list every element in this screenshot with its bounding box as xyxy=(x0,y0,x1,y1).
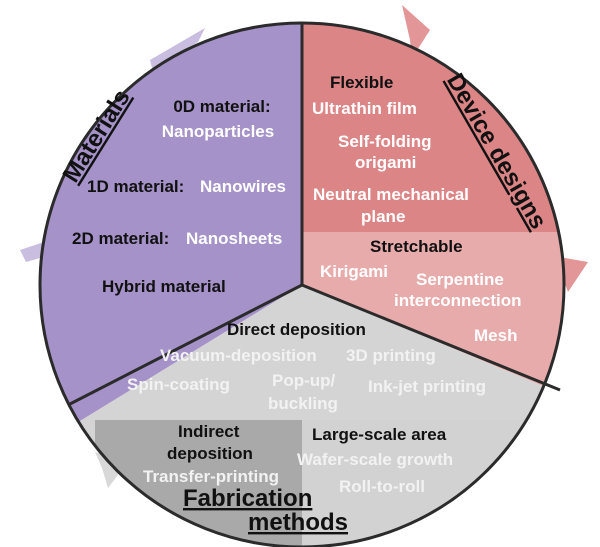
two-d-value: Nanosheets xyxy=(186,229,282,248)
materials-arrow-upper xyxy=(150,28,205,68)
direct-item-buckling: buckling xyxy=(268,394,338,413)
flexible-item-self-folding: Self-folding xyxy=(338,132,431,151)
direct-deposition-heading: Direct deposition xyxy=(227,320,366,339)
flexible-item-origami: origami xyxy=(355,153,416,172)
one-d-value: Nanowires xyxy=(200,177,286,196)
fabrication-title-line1: Fabrication xyxy=(183,485,312,512)
indirect-heading-line2: deposition xyxy=(167,444,253,463)
direct-item-3d-printing: 3D printing xyxy=(346,346,436,365)
divider-right xyxy=(301,283,561,392)
stretchable-item-serpentine: Serpentine xyxy=(416,270,504,289)
flexible-item-neutral: Neutral mechanical xyxy=(313,185,469,204)
direct-item-vacuum: Vacuum-deposition xyxy=(160,346,317,365)
large-scale-item-roll: Roll-to-roll xyxy=(339,477,425,496)
flexible-heading: Flexible xyxy=(330,73,393,92)
stretchable-heading: Stretchable xyxy=(370,237,463,256)
one-d-label: 1D material: xyxy=(87,177,184,196)
flexible-item-plane: plane xyxy=(361,207,405,226)
indirect-heading-line1: Indirect xyxy=(178,422,240,441)
stretchable-item-interconnection: interconnection xyxy=(394,291,522,310)
hybrid-material: Hybrid material xyxy=(102,277,226,296)
flexible-item-ultrathin: Ultrathin film xyxy=(312,99,417,118)
direct-item-ink-jet: Ink-jet printing xyxy=(368,377,486,396)
direct-item-pop-up: Pop-up/ xyxy=(272,371,336,390)
two-d-label: 2D material: xyxy=(72,229,169,248)
device-arrow-upper xyxy=(402,5,430,58)
zero-d-label: 0D material: xyxy=(173,97,270,116)
stretchable-item-mesh: Mesh xyxy=(474,326,517,345)
divider-left xyxy=(67,283,303,407)
indirect-item-transfer: Transfer-printing xyxy=(143,467,279,486)
zero-d-value: Nanoparticles xyxy=(162,122,274,141)
direct-item-spin-coating: Spin-coating xyxy=(127,375,230,394)
large-scale-item-wafer: Wafer-scale growth xyxy=(297,450,453,469)
stretchable-item-kirigami: Kirigami xyxy=(320,262,388,281)
stretchable-sector xyxy=(302,232,564,410)
fabrication-title-line2: methods xyxy=(248,509,348,536)
large-scale-heading: Large-scale area xyxy=(312,425,447,444)
